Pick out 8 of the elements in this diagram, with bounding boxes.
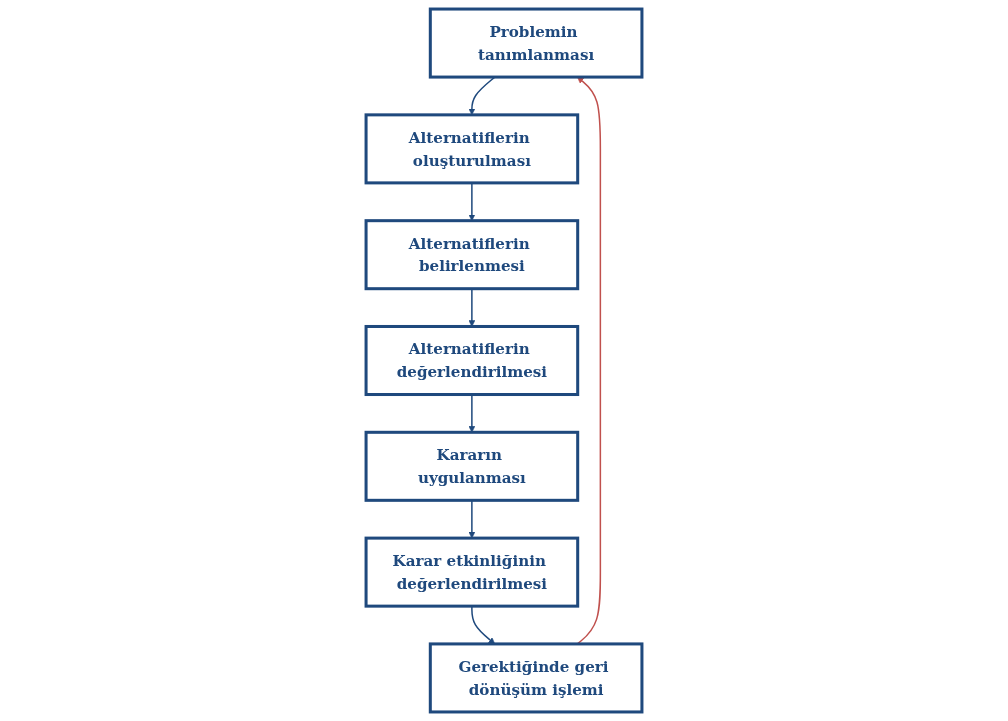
node-box: Problemin tanımlanması <box>428 7 644 79</box>
node-box: Gerektiğinde geri dönüşüm işlemi <box>428 642 644 714</box>
node-box: Alternatiflerin belirlenmesi <box>364 219 580 291</box>
node-box: Karar etkinliğinin değerlendirilmesi <box>364 536 580 608</box>
arrow <box>468 182 476 221</box>
node-box: Alternatiflerin değerlendirilmesi <box>364 325 580 396</box>
node-box: Alternatiflerin oluşturulması <box>364 113 580 185</box>
node-box: Kararın uygulanması <box>364 430 580 502</box>
